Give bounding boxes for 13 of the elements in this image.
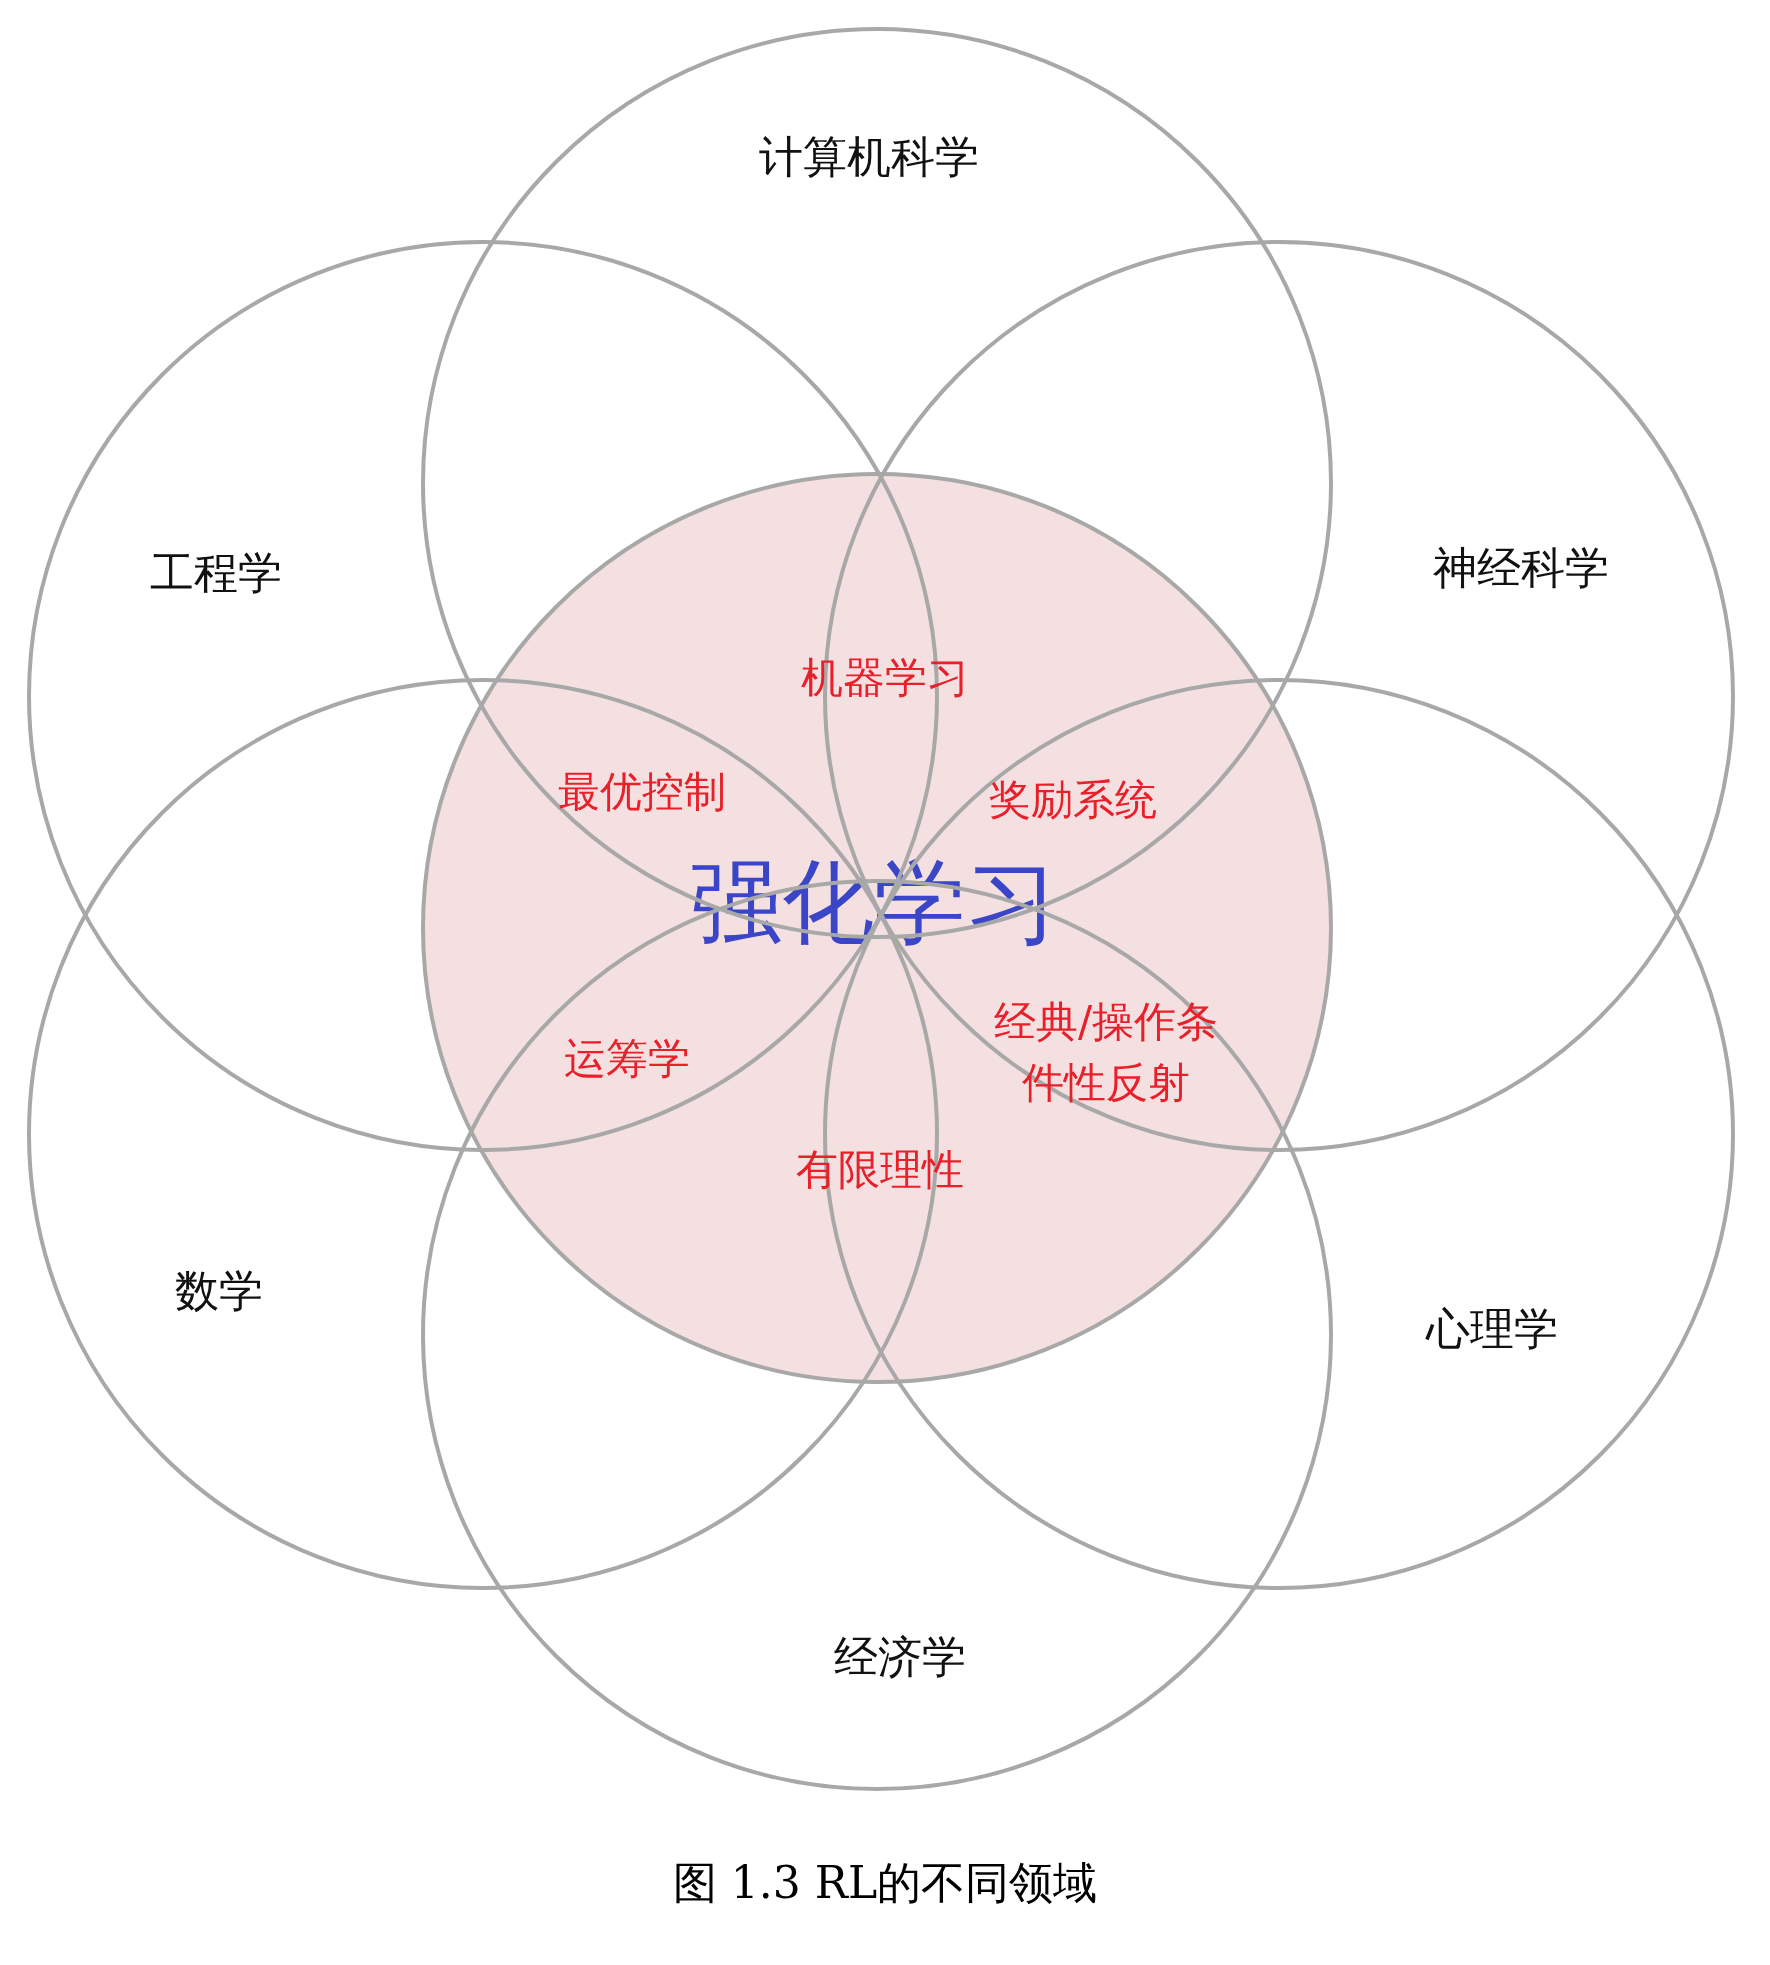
field-label: 数学 bbox=[175, 1264, 263, 1318]
figure-caption: 图 1.3 RL的不同领域 bbox=[672, 1855, 1098, 1910]
field-label: 心理学 bbox=[1426, 1302, 1558, 1356]
field-label: 工程学 bbox=[150, 546, 282, 600]
field-label: 神经科学 bbox=[1433, 541, 1609, 595]
overlap-label: 机器学习 bbox=[801, 651, 969, 704]
overlap-label: 奖励系统 bbox=[989, 773, 1157, 826]
field-label: 计算机科学 bbox=[759, 130, 979, 184]
overlap-label: 运筹学 bbox=[564, 1032, 690, 1085]
overlap-label: 经典/操作条件性反射 bbox=[992, 996, 1220, 1109]
overlap-label: 有限理性 bbox=[796, 1143, 964, 1196]
overlap-label: 最优控制 bbox=[558, 765, 726, 818]
field-label: 经济学 bbox=[834, 1630, 966, 1684]
